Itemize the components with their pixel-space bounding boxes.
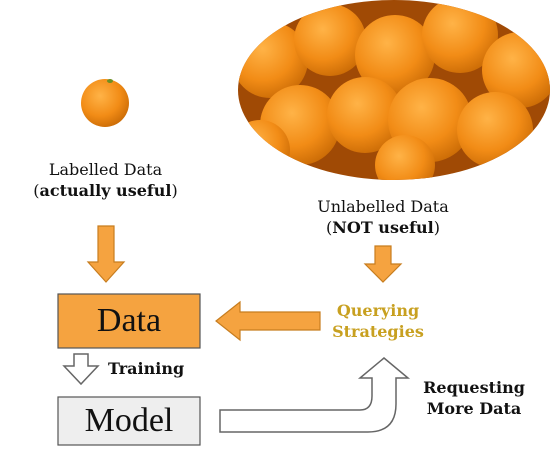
single-orange-image <box>81 79 129 127</box>
training-label: Training <box>108 359 185 378</box>
requesting-line1: Requesting <box>423 378 525 397</box>
unlabelled-paren-open: ( <box>326 218 333 237</box>
labelled-paren-open: ( <box>33 181 40 200</box>
unlabelled-data-note: (NOT useful) <box>290 217 476 238</box>
requesting-more-data-label: Requesting More Data <box>408 377 540 419</box>
unlabelled-emphasis: NOT useful <box>332 218 434 237</box>
requesting-line2: More Data <box>426 399 522 418</box>
labelled-paren-close: ) <box>171 181 178 200</box>
arrow-training <box>62 353 100 386</box>
model-box: Model <box>58 397 200 445</box>
arrow-requesting-more-data <box>219 357 411 433</box>
unlabelled-paren-close: ) <box>433 218 440 237</box>
model-box-shape <box>57 396 201 446</box>
data-box-shape <box>57 293 201 349</box>
querying-line2: Strategies <box>332 322 424 341</box>
unlabelled-data-title: Unlabelled Data <box>317 197 449 216</box>
unlabelled-data-label: Unlabelled Data (NOT useful) <box>290 196 476 238</box>
orange-pile-image <box>238 0 550 180</box>
arrow-labelled-to-data <box>86 225 126 283</box>
data-box: Data <box>58 294 200 348</box>
labelled-data-title: Labelled Data <box>48 160 163 179</box>
model-box-label: Model <box>84 402 174 439</box>
querying-line1: Querying <box>336 301 420 320</box>
arrow-unlabelled-to-querying <box>363 245 403 283</box>
labelled-data-label: Labelled Data (actually useful) <box>0 159 211 201</box>
labelled-emphasis: actually useful <box>39 181 172 200</box>
arrow-querying-to-data <box>215 300 321 342</box>
querying-strategies-label: Querying Strategies <box>318 300 438 342</box>
labelled-data-note: (actually useful) <box>0 180 211 201</box>
data-box-label: Data <box>96 302 162 339</box>
